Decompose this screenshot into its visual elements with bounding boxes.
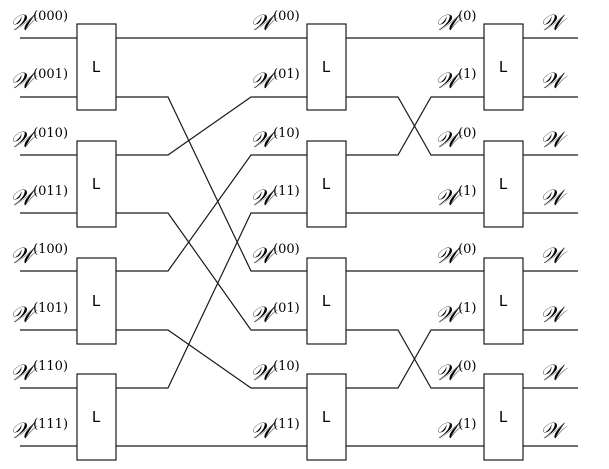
output-label: 𝒲 bbox=[540, 69, 568, 94]
wire-label: 𝒲(10) bbox=[250, 359, 300, 386]
wires bbox=[20, 37, 578, 447]
wire-label: 𝒲(0) bbox=[435, 242, 476, 269]
l-block bbox=[76, 23, 117, 111]
l-block-label: L bbox=[499, 408, 508, 426]
output-label: 𝒲 bbox=[540, 11, 568, 36]
wire-label: 𝒲(110) bbox=[10, 359, 68, 386]
wire-label: 𝒲(11) bbox=[250, 184, 300, 211]
l-block-label: L bbox=[499, 175, 508, 193]
l-block bbox=[76, 373, 117, 461]
stage1-input-labels: 𝒲(000) 𝒲(001) 𝒲(010) 𝒲(011) 𝒲(100) 𝒲(101… bbox=[10, 9, 68, 444]
wire-label: 𝒲(0) bbox=[435, 9, 476, 36]
l-block bbox=[76, 257, 117, 345]
wire bbox=[346, 329, 484, 389]
wire bbox=[346, 96, 484, 156]
wire-label: 𝒲(1) bbox=[435, 67, 476, 94]
l-block bbox=[306, 373, 347, 461]
wire-label: 𝒲(00) bbox=[250, 242, 300, 269]
output-label: 𝒲 bbox=[540, 244, 568, 269]
wire-label: 𝒲(100) bbox=[10, 242, 68, 269]
output-labels: 𝒲 𝒲 𝒲 𝒲 𝒲 𝒲 𝒲 𝒲 bbox=[540, 11, 568, 444]
wire-label: 𝒲(01) bbox=[250, 301, 300, 328]
l-block bbox=[483, 373, 524, 461]
l-block-label: L bbox=[92, 175, 101, 193]
wire bbox=[116, 329, 307, 389]
output-label: 𝒲 bbox=[540, 128, 568, 153]
output-label: 𝒲 bbox=[540, 186, 568, 211]
wire bbox=[116, 154, 307, 272]
wire-label: 𝒲(01) bbox=[250, 67, 300, 94]
stage2-input-labels: 𝒲(00) 𝒲(01) 𝒲(10) 𝒲(11) 𝒲(00) 𝒲(01) 𝒲(10… bbox=[250, 9, 300, 444]
stage3-input-labels: 𝒲(0) 𝒲(1) 𝒲(0) 𝒲(1) 𝒲(0) 𝒲(1) 𝒲(0) 𝒲(1) bbox=[435, 9, 476, 444]
wire-label: 𝒲(1) bbox=[435, 301, 476, 328]
l-block bbox=[306, 140, 347, 228]
l-block bbox=[483, 257, 524, 345]
output-label: 𝒲 bbox=[540, 361, 568, 386]
wire-label: 𝒲(000) bbox=[10, 9, 68, 36]
l-block-label: L bbox=[499, 58, 508, 76]
wire-label: 𝒲(101) bbox=[10, 301, 68, 328]
wire bbox=[116, 96, 307, 272]
l-blocks: L L L L L L L L L L L L bbox=[76, 23, 524, 461]
wire bbox=[116, 212, 307, 389]
wire-label: 𝒲(00) bbox=[250, 9, 300, 36]
l-block-label: L bbox=[92, 58, 101, 76]
l-block bbox=[306, 23, 347, 111]
l-block-label: L bbox=[322, 58, 331, 76]
wire-label: 𝒲(11) bbox=[250, 417, 300, 444]
l-block-label: L bbox=[92, 292, 101, 310]
wire bbox=[116, 212, 307, 331]
wire bbox=[116, 96, 307, 156]
l-block bbox=[76, 140, 117, 228]
l-block-label: L bbox=[322, 408, 331, 426]
l-block-label: L bbox=[499, 292, 508, 310]
wire-label: 𝒲(0) bbox=[435, 359, 476, 386]
l-block-label: L bbox=[322, 175, 331, 193]
l-block bbox=[483, 140, 524, 228]
wire-label: 𝒲(1) bbox=[435, 184, 476, 211]
wire-label: 𝒲(1) bbox=[435, 417, 476, 444]
l-block bbox=[306, 257, 347, 345]
wire-label: 𝒲(111) bbox=[10, 417, 68, 444]
wire-label: 𝒲(10) bbox=[250, 126, 300, 153]
l-block-label: L bbox=[92, 408, 101, 426]
output-label: 𝒲 bbox=[540, 303, 568, 328]
output-label: 𝒲 bbox=[540, 419, 568, 444]
l-block-label: L bbox=[322, 292, 331, 310]
wire-label: 𝒲(001) bbox=[10, 67, 68, 94]
wire-label: 𝒲(010) bbox=[10, 126, 68, 153]
wire-label: 𝒲(011) bbox=[10, 184, 68, 211]
l-block bbox=[483, 23, 524, 111]
wire-label: 𝒲(0) bbox=[435, 126, 476, 153]
